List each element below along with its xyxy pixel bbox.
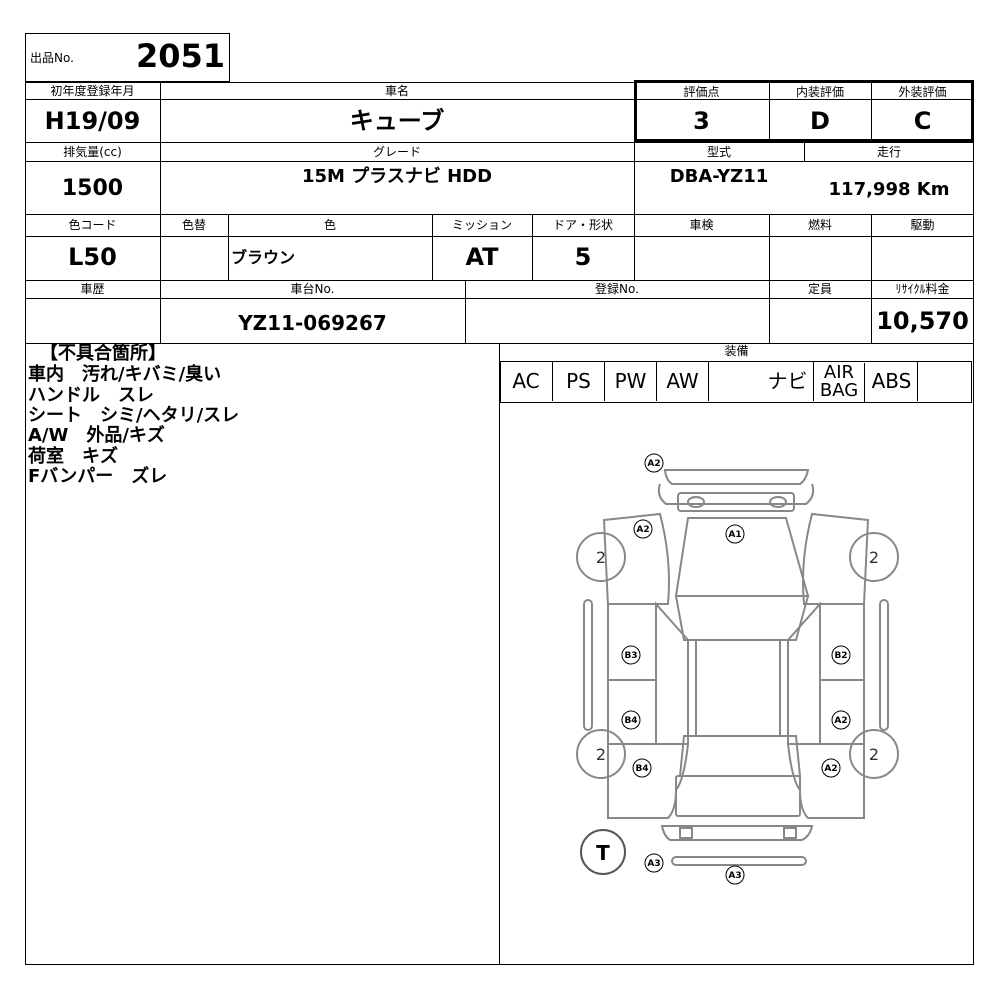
damage-badge: A2	[831, 710, 851, 730]
damage-badge: A2	[633, 519, 653, 539]
transmission-value: AT	[465, 243, 499, 271]
tire-fl	[576, 532, 626, 582]
equipment-label: 装備	[724, 344, 749, 358]
color-label: 色	[323, 218, 336, 232]
mileage-label: 走行	[876, 145, 901, 159]
score-frame	[634, 80, 974, 142]
doors-label: ドア・形状	[552, 218, 613, 232]
tire-fr	[849, 532, 899, 582]
history-label: 車歴	[80, 282, 105, 296]
defect-line: Fバンパー ズレ	[28, 466, 168, 487]
grade-value: 15M プラスナビ HDD	[301, 166, 493, 187]
recycle-label: ﾘｻｲｸﾙ料金	[895, 282, 950, 296]
displacement-label: 排気量(cc)	[63, 145, 122, 159]
exterior-label: 外装評価	[898, 85, 947, 99]
lot-number: 2051	[135, 37, 225, 75]
lot-label: 出品No.	[30, 51, 74, 65]
equipment-abs: ABS	[866, 361, 918, 401]
model-label: 型式	[706, 145, 731, 159]
tire-rr	[849, 729, 899, 779]
svg-text:B4: B4	[624, 716, 637, 726]
chassis-label: 車台No.	[290, 282, 335, 296]
svg-text:A3: A3	[728, 871, 741, 881]
exterior-value: C	[913, 107, 932, 135]
tire-fl-label: 2	[596, 548, 606, 567]
damage-badge: A1	[725, 524, 745, 544]
damage-badge: A3	[644, 853, 664, 873]
tire-rl	[576, 729, 626, 779]
svg-text:B3: B3	[624, 651, 637, 661]
tire-rr-label: 2	[869, 745, 879, 764]
car-name-label: 車名	[384, 84, 409, 98]
color-value: ブラウン	[231, 248, 296, 267]
color-code-value: L50	[68, 243, 117, 271]
defect-line: シート シミ/ヘタリ/スレ	[28, 405, 240, 426]
fuel-label: 燃料	[807, 218, 832, 232]
score-value: 3	[693, 107, 710, 135]
car-name-value: キューブ	[349, 107, 445, 135]
damage-badge: A2	[821, 758, 841, 778]
svg-text:A2: A2	[636, 525, 649, 535]
lot-box	[25, 33, 230, 82]
interior-value: D	[810, 107, 830, 135]
spare-tire	[580, 829, 626, 875]
equipment-aw: AW	[657, 361, 709, 401]
model-value: DBA-YZ11	[669, 166, 769, 187]
svg-text:A2: A2	[834, 716, 847, 726]
damage-badge: B2	[831, 645, 851, 665]
recycle-value: 10,570	[876, 307, 969, 335]
spare-label: T	[596, 841, 610, 865]
car-damage-diagram: 2 2 2 2 T A2 A2 A1 B3 B2 B4 A2 B4 A2 A3 …	[576, 453, 899, 885]
defect-line: ハンドル スレ	[28, 385, 154, 406]
color-change-label: 色替	[181, 218, 206, 232]
equipment-airbag: AIR BAG	[814, 363, 865, 403]
equipment-row	[500, 361, 972, 403]
reg-no-label: 登録No.	[595, 282, 639, 296]
interior-label: 内装評価	[795, 85, 844, 99]
defect-line: 荷室 キズ	[28, 446, 118, 467]
svg-text:B4: B4	[635, 764, 648, 774]
defect-line: 車内 汚れ/キバミ/臭い	[28, 364, 222, 385]
inspection-label: 車検	[689, 218, 714, 232]
mileage-value: 117,998 Km	[828, 179, 950, 200]
first-reg-label: 初年度登録年月	[50, 84, 135, 98]
svg-text:A2: A2	[647, 459, 660, 469]
color-code-label: 色コード	[68, 218, 117, 232]
damage-badge: B3	[621, 645, 641, 665]
capacity-label: 定員	[807, 282, 832, 296]
equipment-ac: AC	[500, 361, 553, 401]
svg-text:A3: A3	[647, 859, 660, 869]
svg-text:A2: A2	[824, 764, 837, 774]
damage-badge: A3	[725, 865, 745, 885]
defects-title: 【不具合箇所】	[40, 343, 166, 364]
drive-label: 駆動	[910, 218, 935, 232]
displacement-value: 1500	[61, 176, 124, 201]
equipment-pw: PW	[605, 361, 657, 401]
first-reg-value: H19/09	[44, 107, 141, 135]
tire-rl-label: 2	[596, 745, 606, 764]
grade-label: グレード	[372, 145, 421, 159]
damage-badge: A2	[644, 453, 664, 473]
chassis-value: YZ11-069267	[238, 311, 387, 335]
transmission-label: ミッション	[451, 218, 512, 232]
score-label: 評価点	[683, 85, 720, 99]
svg-text:B2: B2	[834, 651, 847, 661]
tire-fr-label: 2	[869, 548, 879, 567]
defect-line: A/W 外品/キズ	[28, 425, 165, 446]
svg-text:A1: A1	[728, 530, 741, 540]
equipment-ps: PS	[553, 361, 605, 401]
doors-value: 5	[574, 243, 592, 271]
damage-badge: B4	[621, 710, 641, 730]
equipment-navi: ナビ	[762, 361, 814, 401]
damage-badge: B4	[632, 758, 652, 778]
